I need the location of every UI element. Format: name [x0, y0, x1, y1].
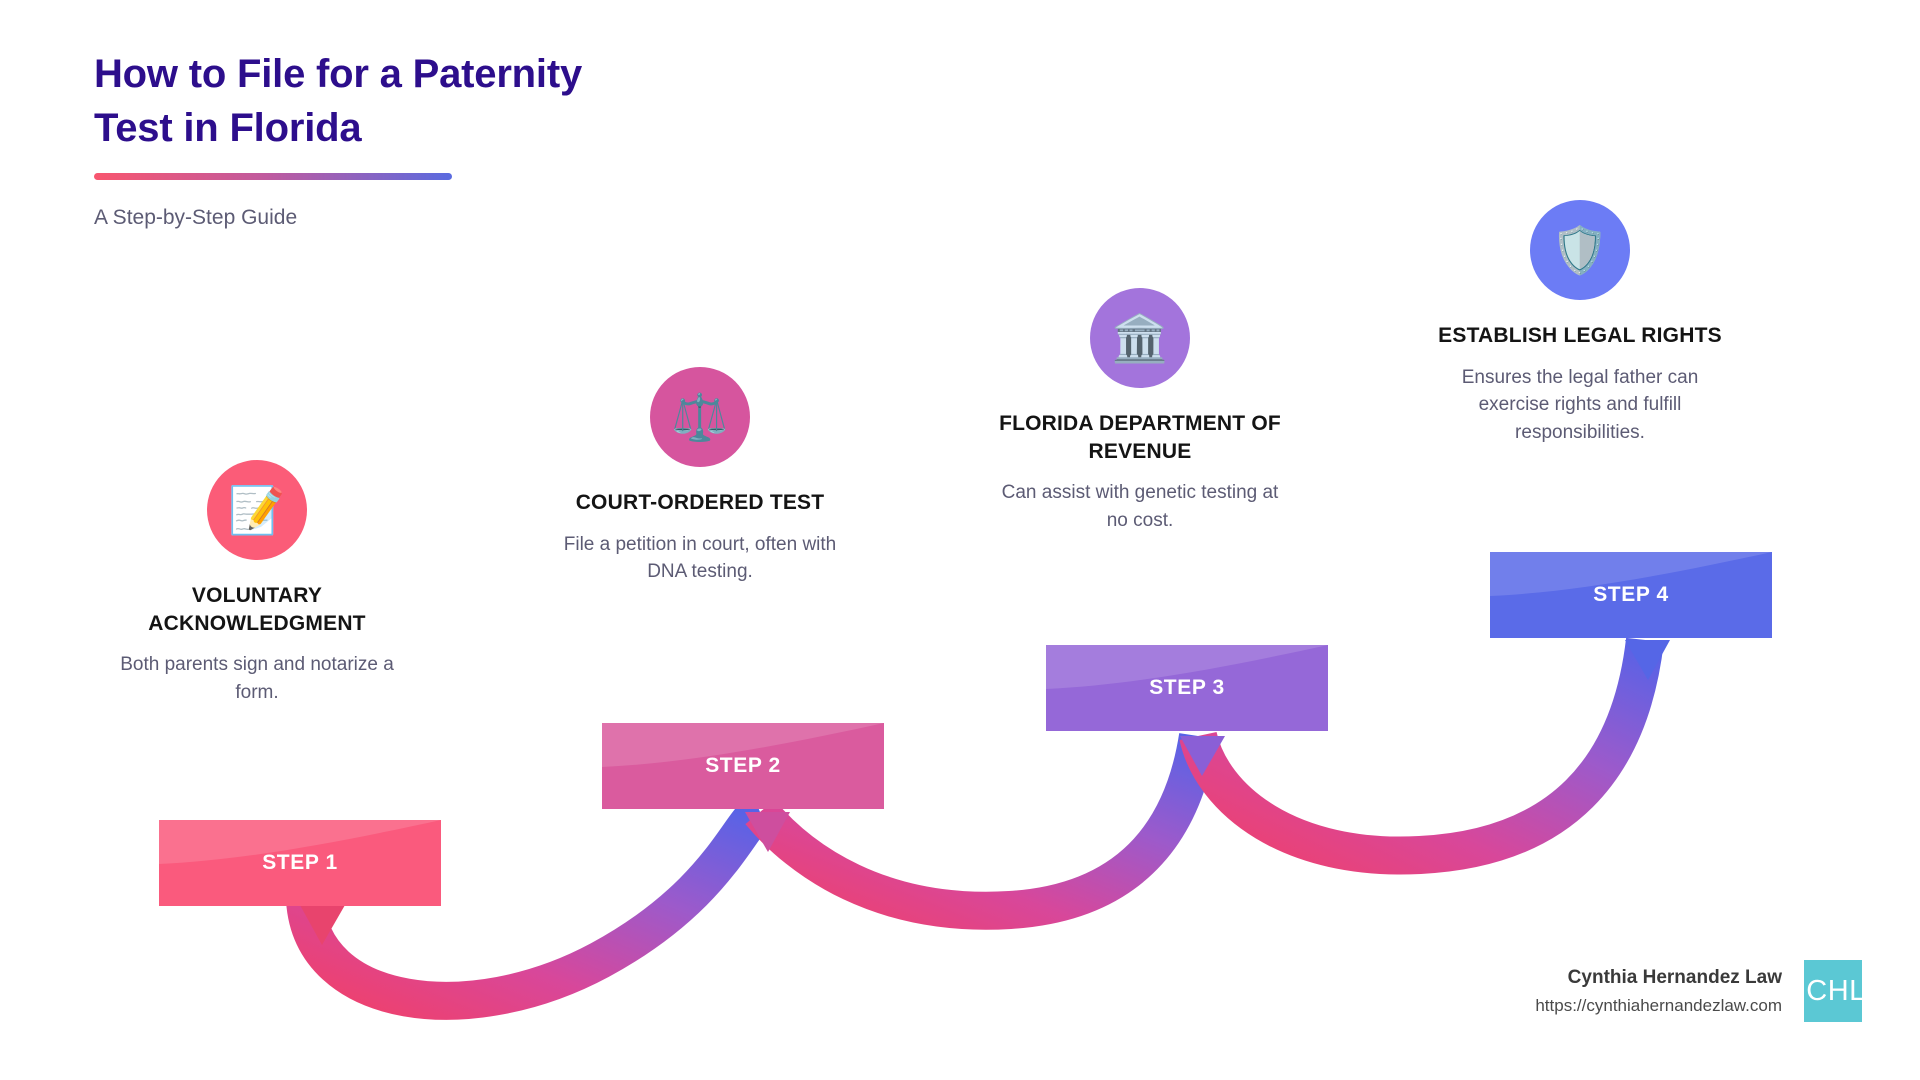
- step-3: 🏛️ FLORIDA DEPARTMENT OF REVENUE Can ass…: [975, 288, 1305, 535]
- memo-icon: 📝: [207, 460, 307, 560]
- step-3-banner[interactable]: STEP 3: [1046, 645, 1328, 731]
- page-title: How to File for a Paternity Test in Flor…: [94, 48, 814, 155]
- page-subtitle: A Step-by-Step Guide: [94, 206, 298, 230]
- step-2-title: COURT-ORDERED TEST: [575, 491, 825, 514]
- step-3-description: Can assist with genetic testing at no co…: [1001, 482, 1279, 532]
- step-3-banner-label: STEP 3: [1149, 676, 1225, 699]
- balance-scale-icon: ⚖️: [650, 367, 750, 467]
- classical-building-icon-glyph: 🏛️: [1111, 312, 1169, 364]
- footer-brand-name: Cynthia Hernandez Law: [1567, 967, 1782, 988]
- step-1-banner-label: STEP 1: [262, 851, 338, 874]
- step-3-title: FLORIDA DEPARTMENT OF REVENUE: [999, 412, 1281, 463]
- shield-icon: 🛡️: [1530, 200, 1630, 300]
- chl-logo: CHL: [1804, 960, 1862, 1022]
- footer-text-block: Cynthia Hernandez Law https://cynthiaher…: [1535, 964, 1782, 1018]
- step-4-banner-label: STEP 4: [1593, 583, 1669, 606]
- page-title-line-2: Test in Florida: [94, 105, 362, 150]
- step-1: 📝 VOLUNTARY ACKNOWLEDGMENT Both parents …: [92, 460, 422, 707]
- step-2-description: File a petition in court, often with DNA…: [563, 533, 837, 583]
- footer-website-url[interactable]: https://cynthiahernandezlaw.com: [1535, 995, 1782, 1015]
- step-4-title: ESTABLISH LEGAL RIGHTS: [1438, 324, 1722, 347]
- step-4: 🛡️ ESTABLISH LEGAL RIGHTS Ensures the le…: [1415, 200, 1745, 447]
- balance-scale-icon-glyph: ⚖️: [671, 391, 729, 443]
- step-1-banner[interactable]: STEP 1: [159, 820, 441, 906]
- step-2: ⚖️ COURT-ORDERED TEST File a petition in…: [535, 367, 865, 586]
- header: How to File for a Paternity Test in Flor…: [94, 48, 814, 230]
- step-4-banner[interactable]: STEP 4: [1490, 552, 1772, 638]
- shield-icon-glyph: 🛡️: [1551, 224, 1609, 276]
- chl-logo-text: CHL: [1806, 974, 1862, 1007]
- classical-building-icon: 🏛️: [1090, 288, 1190, 388]
- title-underline-rule: [94, 173, 452, 181]
- step-1-description: Both parents sign and notarize a form.: [120, 654, 394, 704]
- page-title-line-1: How to File for a Paternity: [94, 52, 582, 96]
- memo-icon-glyph: 📝: [228, 484, 286, 536]
- step-1-title: VOLUNTARY ACKNOWLEDGMENT: [148, 584, 366, 635]
- footer-branding: Cynthia Hernandez Law https://cynthiaher…: [1535, 960, 1862, 1022]
- step-2-banner[interactable]: STEP 2: [602, 723, 884, 809]
- step-4-description: Ensures the legal father can exercise ri…: [1461, 366, 1699, 444]
- step-2-banner-label: STEP 2: [705, 754, 781, 777]
